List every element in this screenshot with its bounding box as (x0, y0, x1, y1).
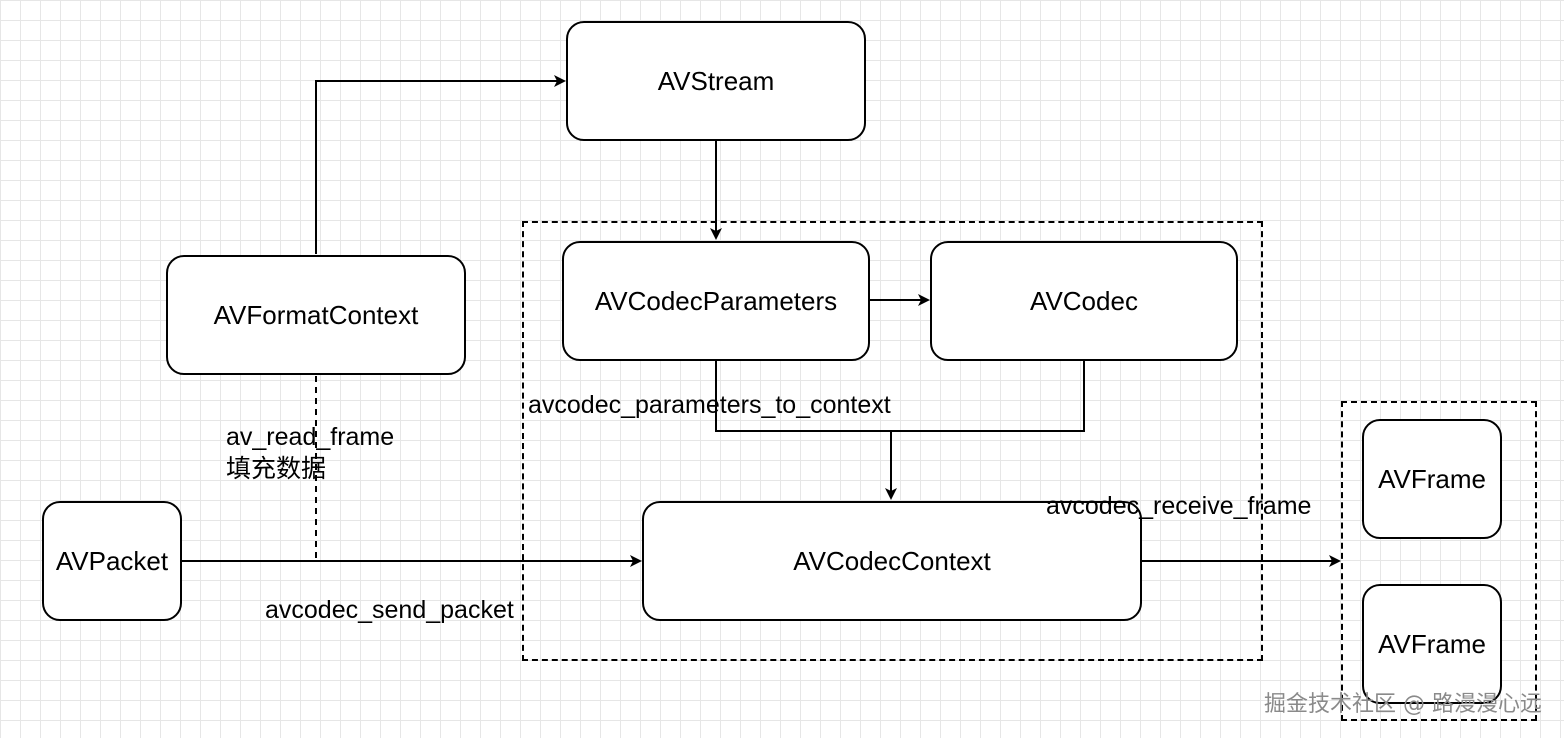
label-send-packet: avcodec_send_packet (265, 596, 514, 624)
node-avframe-2[interactable]: AVFrame (1362, 584, 1502, 704)
node-avpacket[interactable]: AVPacket (42, 501, 182, 621)
node-avcodecparameters-label: AVCodecParameters (594, 285, 838, 316)
label-read-frame: av_read_frame 填充数据 (226, 421, 394, 485)
edge-formatcontext-to-stream (315, 75, 566, 254)
node-avcodec[interactable]: AVCodec (930, 241, 1238, 361)
node-avcodecparameters[interactable]: AVCodecParameters (562, 241, 870, 361)
node-avframe-1-label: AVFrame (1378, 463, 1486, 494)
node-avcodeccontext-label: AVCodecContext (793, 545, 991, 576)
label-params-to-context: avcodec_parameters_to_context (528, 391, 891, 419)
label-read-frame-line1: av_read_frame (226, 423, 395, 451)
node-avframe-2-label: AVFrame (1378, 628, 1486, 659)
node-avcodec-label: AVCodec (1030, 285, 1138, 316)
node-avformatcontext[interactable]: AVFormatContext (166, 255, 466, 375)
node-avpacket-label: AVPacket (55, 545, 169, 576)
frame-group-container (1341, 401, 1537, 721)
edge-codecparameters-down (715, 361, 1085, 432)
codec-group-container (522, 221, 1263, 661)
label-receive-frame: avcodec_receive_frame (1046, 492, 1312, 520)
node-avstream-label: AVStream (657, 65, 775, 96)
node-avframe-1[interactable]: AVFrame (1362, 419, 1502, 539)
node-avformatcontext-label: AVFormatContext (213, 299, 419, 330)
node-avstream[interactable]: AVStream (566, 21, 866, 141)
node-avcodeccontext[interactable]: AVCodecContext (642, 501, 1142, 621)
label-read-frame-line2: 填充数据 (226, 454, 327, 483)
watermark-text: 掘金技术社区 @ 路漫漫心远 (1264, 692, 1542, 717)
